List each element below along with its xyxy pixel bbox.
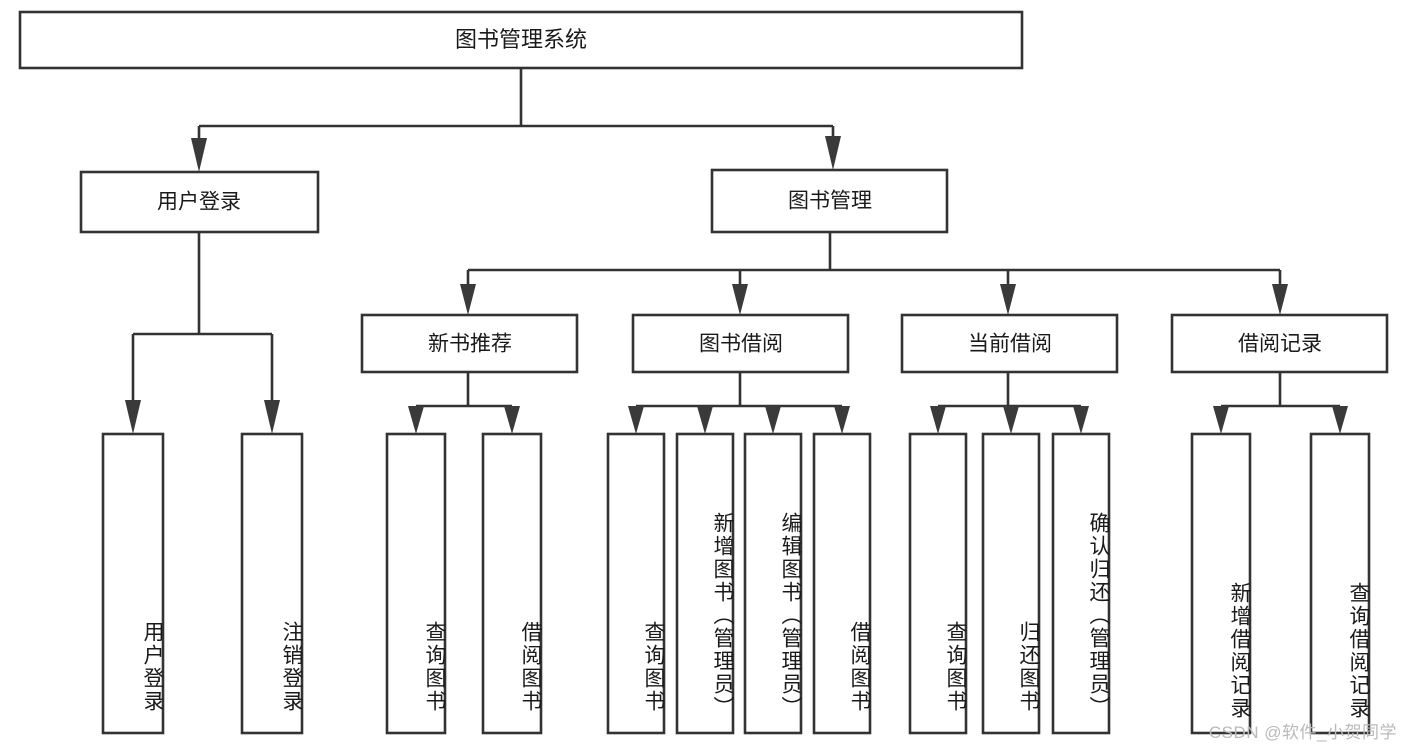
node-root-label: 图书管理系统 <box>455 27 587 52</box>
arrow-br-leaf-2 <box>1332 406 1348 434</box>
arrow-user-login-leaf-1 <box>125 400 141 434</box>
node-leaf-query-book-cur-box[interactable] <box>908 432 968 735</box>
arrow-cb-leaf-2 <box>1003 406 1019 434</box>
node-new-book-recommend[interactable]: 新书推荐 <box>360 313 579 374</box>
node-leaf-logout-login-box[interactable] <box>240 432 304 735</box>
node-book-borrow-label: 图书借阅 <box>699 333 783 356</box>
node-borrow-record[interactable]: 借阅记录 <box>1170 313 1389 374</box>
arrow-cb-leaf-1 <box>930 406 946 434</box>
node-user-login-label: 用户登录 <box>157 191 241 214</box>
node-book-borrow-box[interactable] <box>631 313 850 374</box>
arrow-bb-leaf-1 <box>628 406 644 434</box>
arrow-bm-to-borrow-record <box>1272 284 1288 315</box>
node-current-borrow-label: 当前借阅 <box>968 333 1052 356</box>
arrow-bm-to-current-borrow <box>1000 284 1016 315</box>
node-book-manage-label: 图书管理 <box>788 190 872 213</box>
node-leaf-add-book-box[interactable] <box>675 432 735 735</box>
node-user-login-box[interactable] <box>79 170 320 234</box>
node-leaf-query-book-rec-box[interactable] <box>385 432 447 735</box>
node-root[interactable]: 图书管理系统 <box>18 10 1024 70</box>
arrow-bb-leaf-2 <box>697 406 713 434</box>
connector-group <box>125 68 1348 434</box>
node-leaf-user-login-box[interactable] <box>101 432 165 735</box>
leaf-box-group <box>101 432 1371 735</box>
node-current-borrow[interactable]: 当前借阅 <box>900 313 1119 374</box>
node-leaf-query-book-bor-box[interactable] <box>606 432 666 735</box>
arrow-bb-leaf-4 <box>834 406 850 434</box>
node-book-borrow[interactable]: 图书借阅 <box>631 313 850 374</box>
arrow-nbr-leaf-1 <box>408 406 424 434</box>
node-leaf-borrow-book-rec-box[interactable] <box>481 432 543 735</box>
arrow-cb-leaf-3 <box>1073 406 1089 434</box>
arrow-nbr-leaf-2 <box>504 406 520 434</box>
node-current-borrow-box[interactable] <box>900 313 1119 374</box>
arrow-bb-leaf-3 <box>765 406 781 434</box>
node-book-manage[interactable]: 图书管理 <box>710 168 949 234</box>
node-new-book-recommend-box[interactable] <box>360 313 579 374</box>
arrow-bm-to-book-borrow <box>732 284 748 315</box>
node-leaf-return-book-box[interactable] <box>981 432 1041 735</box>
arrow-root-to-user-login <box>191 138 207 172</box>
node-book-manage-box[interactable] <box>710 168 949 234</box>
node-borrow-record-label: 借阅记录 <box>1238 333 1322 356</box>
node-leaf-borrow-book-bor-box[interactable] <box>812 432 872 735</box>
watermark-text: CSDN @软件_小贺同学 <box>1208 723 1397 742</box>
arrow-bm-to-new-book-rec <box>460 284 476 315</box>
node-borrow-record-box[interactable] <box>1170 313 1389 374</box>
node-leaf-query-borrow-rec-box[interactable] <box>1309 432 1371 735</box>
node-leaf-edit-book-box[interactable] <box>743 432 803 735</box>
node-leaf-confirm-return-box[interactable] <box>1051 432 1111 735</box>
node-leaf-add-borrow-rec-box[interactable] <box>1190 432 1252 735</box>
node-user-login[interactable]: 用户登录 <box>79 170 320 234</box>
node-new-book-recommend-label: 新书推荐 <box>428 333 512 356</box>
node-root-box[interactable] <box>18 10 1024 70</box>
arrow-root-to-book-manage <box>825 136 841 170</box>
arrow-br-leaf-1 <box>1213 406 1229 434</box>
arrow-user-login-leaf-2 <box>264 400 280 434</box>
